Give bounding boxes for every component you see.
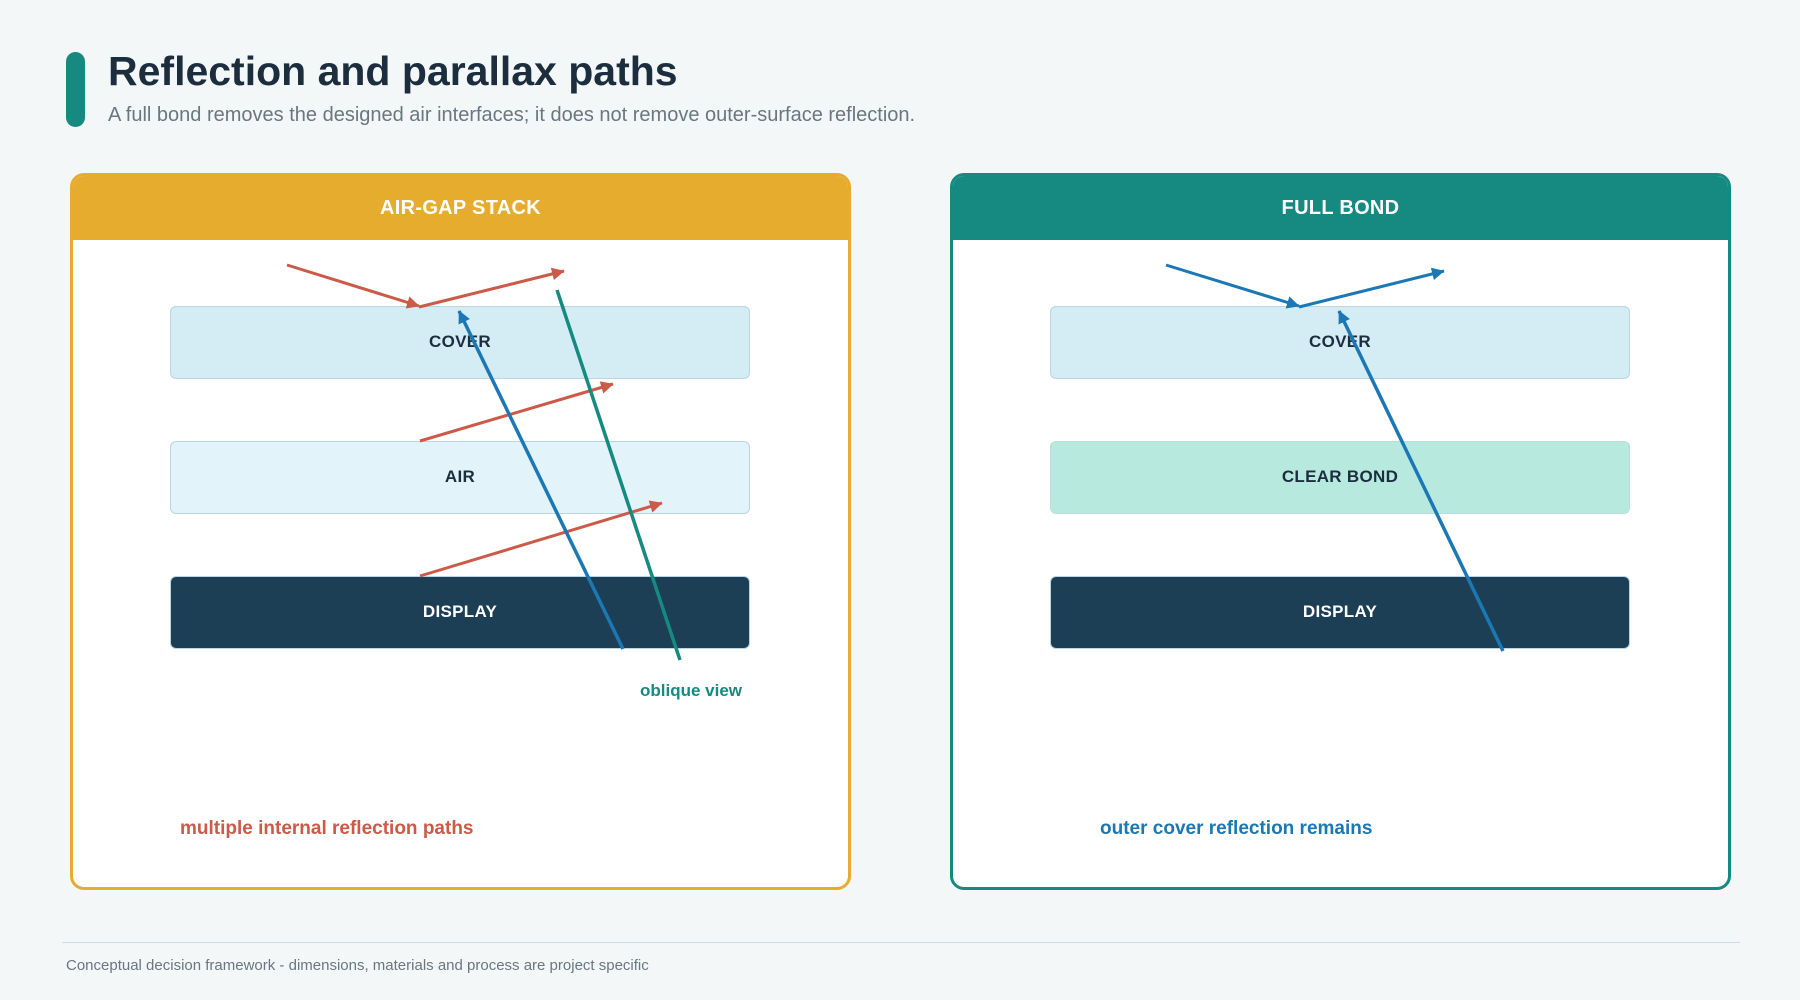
page-subtitle: A full bond removes the designed air int…: [108, 104, 916, 126]
air-gap-cover-layer: COVER: [170, 306, 750, 379]
footer-divider: [62, 942, 1740, 943]
outer-reflection-ray: [1298, 267, 1445, 309]
air-gap-panel-header: AIR-GAP STACK: [73, 176, 848, 240]
outer-reflection-ray: [418, 267, 565, 309]
page-title: Reflection and parallax paths: [108, 48, 678, 94]
air-gap-panel: AIR-GAP STACK COVER AIR DISPLAY oblique …: [70, 173, 851, 890]
oblique-view-label: oblique view: [640, 681, 743, 700]
full-bond-cover-layer: COVER: [1050, 306, 1630, 379]
full-bond-panel: FULL BOND COVER CLEAR BOND DISPLAY outer…: [950, 173, 1731, 890]
full-bond-panel-header: FULL BOND: [953, 176, 1728, 240]
full-bond-ray-diagram: [1165, 263, 1505, 652]
incident-ray: [286, 263, 420, 309]
full-bond-clear-bond-layer: CLEAR BOND: [1050, 441, 1630, 514]
full-bond-display-layer: DISPLAY: [1050, 576, 1630, 649]
air-gap-display-layer: DISPLAY: [170, 576, 750, 649]
title-accent-bar: [66, 52, 85, 127]
air-gap-ray-diagram: [286, 263, 682, 661]
air-gap-note: multiple internal reflection paths: [180, 818, 474, 839]
internal-reflection-ray-1: [419, 381, 614, 443]
full-bond-note: outer cover reflection remains: [1100, 818, 1373, 839]
incident-ray: [1165, 263, 1300, 309]
air-gap-air-layer: AIR: [170, 441, 750, 514]
footer-note: Conceptual decision framework - dimensio…: [66, 957, 649, 974]
